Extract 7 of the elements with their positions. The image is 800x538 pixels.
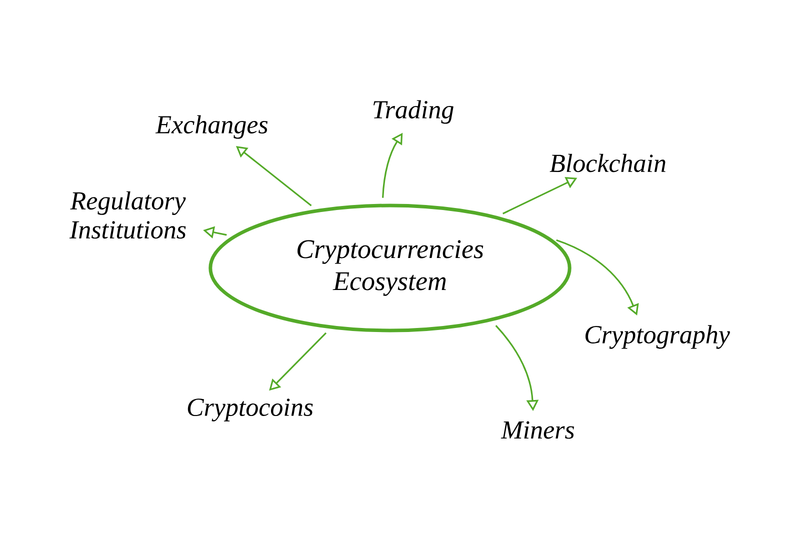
topic-label: Regulatory Institutions [69,191,186,239]
topic-label: Cryptography [586,325,730,349]
topic-label: Exchanges [155,115,268,139]
topic-label: Blockchain [550,154,666,172]
topic-label: Trading [374,100,454,124]
topic-label: Miners [500,421,574,439]
topic-label: Cryptocoins [188,398,313,422]
